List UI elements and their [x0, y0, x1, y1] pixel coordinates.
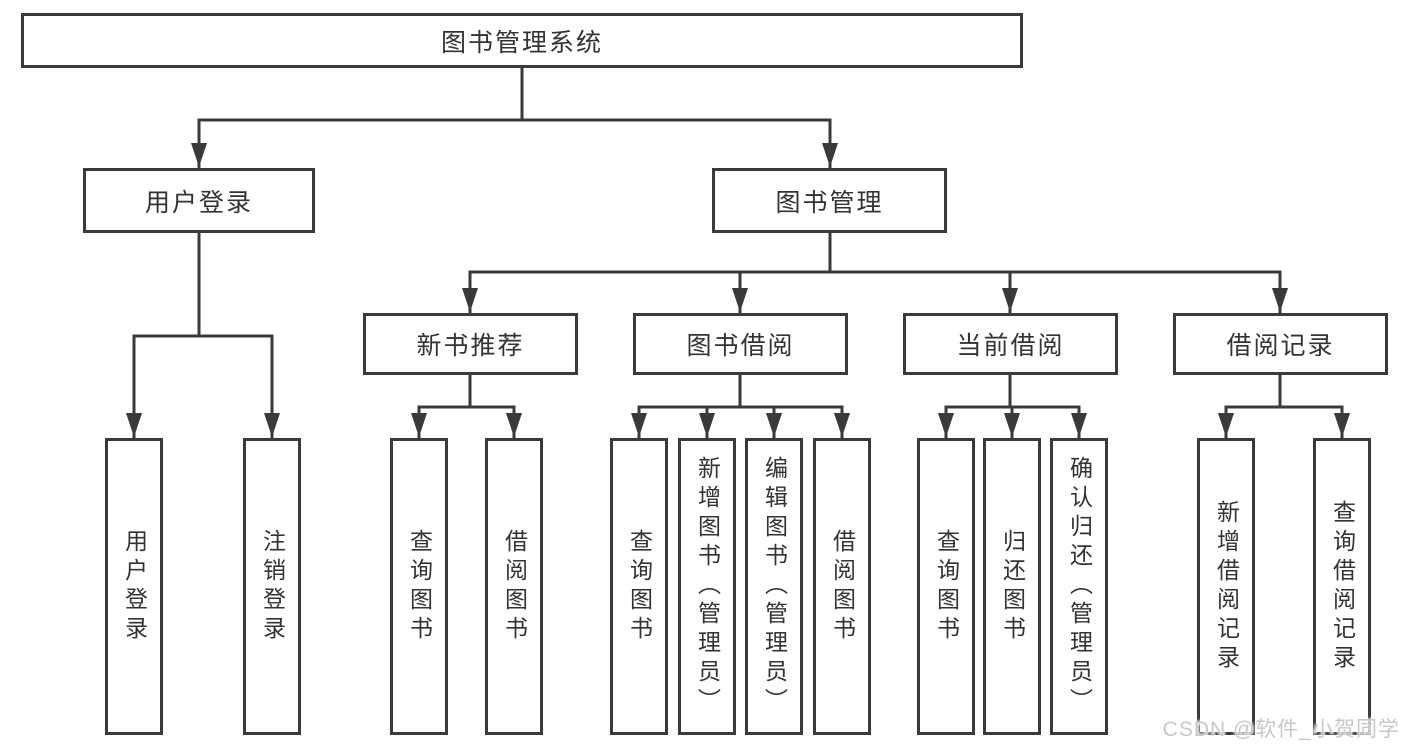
node-label: 注销登录: [259, 528, 286, 645]
node-leaf-borrow-books: 借阅图书: [813, 438, 871, 735]
node-leaf-add-books-admin: 新增图书（管理员）: [678, 438, 736, 735]
node-label: 查询图书: [626, 528, 653, 645]
node-borrow-record: 借阅记录: [1173, 313, 1388, 375]
node-label: 用户登录: [121, 528, 148, 645]
node-leaf-user-login: 用户登录: [105, 438, 163, 735]
node-leaf-query-borrow-record: 查询借阅记录: [1313, 438, 1371, 735]
node-leaf-borrow-books-recommend: 借阅图书: [485, 438, 543, 735]
node-label: 查询图书: [406, 528, 433, 645]
node-label: 图书借阅: [686, 332, 795, 360]
node-label: 新书推荐: [416, 332, 525, 360]
node-leaf-query-books-recommend: 查询图书: [390, 438, 448, 735]
node-label: 查询图书: [933, 528, 960, 645]
node-label: 图书管理系统: [440, 28, 603, 57]
node-label: 新增借阅记录: [1213, 499, 1240, 674]
node-label: 编辑图书（管理员）: [761, 456, 788, 717]
node-label: 确认归还（管理员）: [1066, 456, 1093, 717]
node-label: 当前借阅: [956, 332, 1065, 360]
node-label: 用户登录: [144, 188, 253, 217]
node-book-borrow: 图书借阅: [633, 313, 848, 375]
node-book-management: 图书管理: [712, 168, 947, 233]
watermark: CSDN @软件_小贺同学: [1162, 718, 1400, 741]
node-leaf-logout: 注销登录: [243, 438, 301, 735]
node-current-borrow: 当前借阅: [903, 313, 1118, 375]
node-leaf-add-borrow-record: 新增借阅记录: [1197, 438, 1255, 735]
node-leaf-return-books: 归还图书: [983, 438, 1041, 735]
node-label: 新增图书（管理员）: [694, 456, 721, 717]
node-user-login: 用户登录: [83, 168, 315, 233]
node-library-management-system: 图书管理系统: [21, 13, 1023, 68]
node-leaf-query-books-current: 查询图书: [917, 438, 975, 735]
node-label: 查询借阅记录: [1329, 499, 1356, 674]
node-leaf-query-books-borrow: 查询图书: [610, 438, 668, 735]
node-label: 借阅记录: [1226, 332, 1335, 360]
node-leaf-edit-books-admin: 编辑图书（管理员）: [745, 438, 803, 735]
node-leaf-confirm-return-admin: 确认归还（管理员）: [1050, 438, 1108, 735]
node-label: 图书管理: [775, 188, 884, 217]
node-label: 借阅图书: [829, 528, 856, 645]
node-label: 借阅图书: [501, 528, 528, 645]
node-new-book-recommend: 新书推荐: [363, 313, 578, 375]
node-label: 归还图书: [999, 528, 1026, 645]
